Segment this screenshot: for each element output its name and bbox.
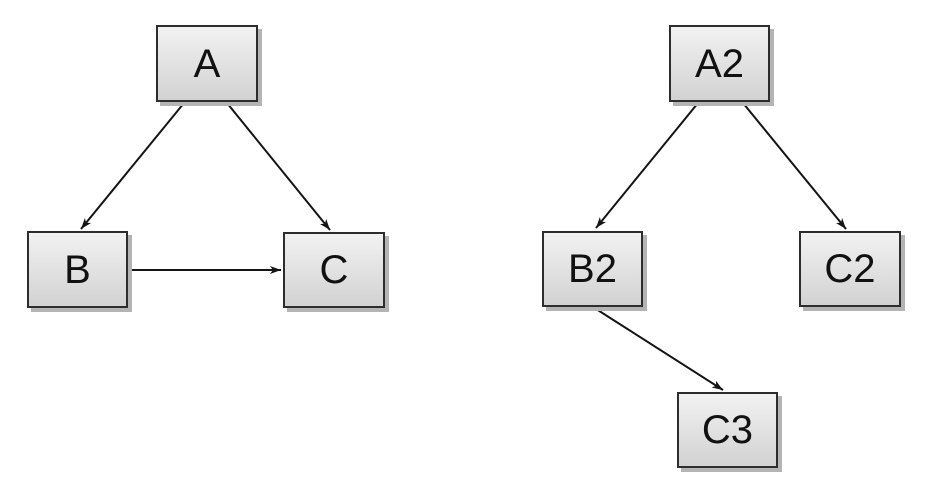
edge-A-C[interactable] [226, 102, 331, 231]
node-label-C3: C3 [701, 408, 754, 452]
edge-A2-C2[interactable] [742, 102, 847, 230]
node-label-C: C [319, 248, 349, 292]
node-label-B2: B2 [568, 247, 617, 291]
node-label-C2: C2 [824, 247, 876, 291]
node-C[interactable]: C [283, 232, 385, 308]
edge-B2-C3[interactable] [592, 306, 724, 391]
node-C3[interactable]: C3 [677, 392, 778, 468]
edge-group [80, 102, 847, 391]
node-C2[interactable]: C2 [799, 231, 901, 307]
node-label-B: B [64, 247, 91, 292]
edge-A2-B2[interactable] [595, 102, 699, 229]
node-label-A: A [193, 41, 221, 86]
node-B[interactable]: B [27, 231, 128, 308]
edge-A-B[interactable] [80, 102, 185, 230]
node-A2[interactable]: A2 [669, 25, 770, 102]
node-label-A2: A2 [695, 41, 744, 86]
node-B2[interactable]: B2 [542, 231, 643, 307]
node-A[interactable]: A [156, 25, 258, 102]
